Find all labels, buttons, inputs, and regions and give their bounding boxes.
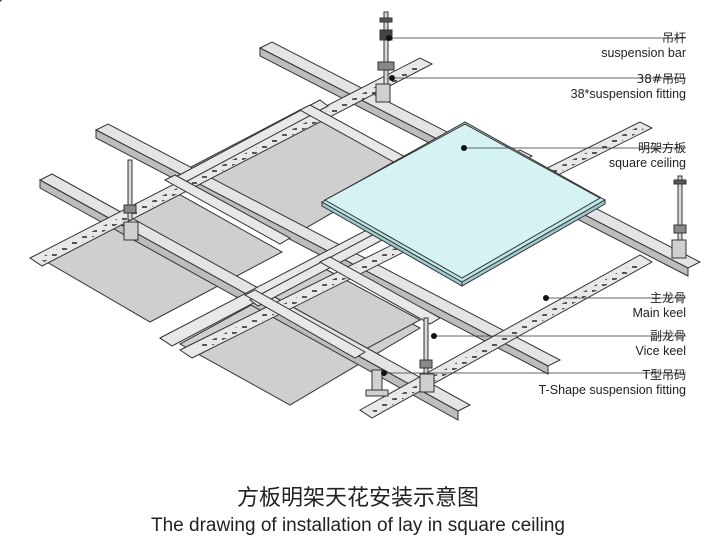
suspension-bars [123, 11, 687, 393]
label-suspension-bar: 吊杆 suspension bar [601, 31, 686, 61]
leader-lines [384, 37, 686, 374]
suspension-bar [375, 11, 395, 103]
label-zh: 副龙骨 [649, 329, 686, 343]
leader-dots [381, 35, 549, 376]
suspension-bar [671, 175, 687, 259]
main-keel [94, 123, 562, 375]
suspension-bar [419, 317, 435, 393]
label-t-shape-fitting: T型吊码 T-Shape suspension fitting [539, 368, 686, 398]
label-en: T-Shape suspension fitting [538, 383, 686, 397]
suspension-bar [123, 159, 139, 241]
label-zh: 38#吊码 [636, 72, 686, 86]
label-en: Main keel [632, 306, 687, 320]
caption-en: The drawing of installation of lay in sq… [150, 515, 565, 536]
label-vice-keel: 副龙骨 Vice keel [636, 329, 687, 359]
label-main-keel: 主龙骨 Main keel [633, 291, 687, 321]
label-zh: 吊杆 [661, 31, 686, 45]
t-shape-fitting [365, 369, 389, 397]
square-ceiling-panel [320, 121, 607, 287]
label-zh: T型吊码 [642, 368, 686, 382]
label-en: 38*suspension fitting [570, 87, 686, 101]
label-en: square ceiling [608, 156, 686, 170]
label-en: Vice keel [635, 344, 687, 358]
label-en: suspension bar [601, 46, 686, 60]
cross-tees [163, 104, 442, 359]
label-square-ceiling: 明架方板 square ceiling [609, 141, 686, 171]
label-38-suspension-fitting: 38#吊码 38*suspension fitting [571, 72, 686, 102]
label-zh: 主龙骨 [649, 291, 686, 305]
label-zh: 明架方板 [637, 141, 686, 155]
caption-zh: 方板明架天花安装示意图 [236, 486, 479, 511]
